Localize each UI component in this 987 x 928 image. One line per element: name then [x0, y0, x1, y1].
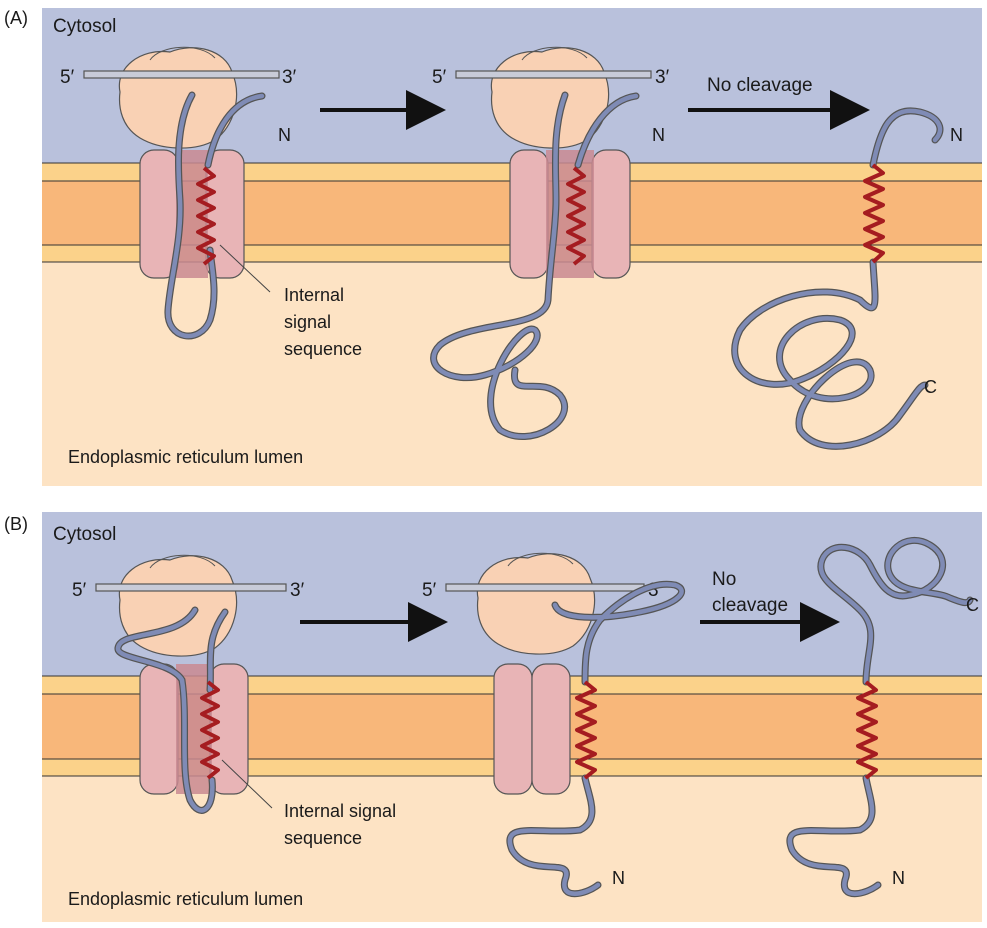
c-terminus-label: C	[924, 377, 937, 397]
translocon-channel-icon	[140, 150, 244, 278]
panel-b-lumen-label: Endoplasmic reticulum lumen	[68, 889, 303, 909]
n-terminus-label: N	[612, 868, 625, 888]
panel-b: (B) Cytosol Endoplasmic reticulum lumen …	[4, 512, 982, 922]
no-cleavage-label: No cleavage	[707, 75, 813, 96]
panel-a-lumen-label: Endoplasmic reticulum lumen	[68, 447, 303, 467]
c-terminus-label: C	[966, 595, 979, 615]
mrna-5-prime-label: 5′	[60, 67, 75, 88]
panel-a-cytosol-label: Cytosol	[53, 16, 116, 37]
n-terminus-label: N	[950, 125, 963, 145]
signal-label-line-1: Internal signal	[284, 801, 396, 821]
n-terminus-label: N	[652, 125, 665, 145]
ribosome-icon	[119, 555, 236, 656]
mrna-strand	[84, 71, 279, 78]
signal-label-line-3: sequence	[284, 339, 362, 359]
mrna-3-prime-label: 3′	[655, 67, 670, 88]
mrna-strand	[446, 584, 644, 591]
panel-a-label: (A)	[4, 8, 28, 28]
mrna-strand	[96, 584, 286, 591]
panel-b-label: (B)	[4, 514, 28, 534]
mrna-3-prime-label: 3′	[282, 67, 297, 88]
mrna-strand	[456, 71, 651, 78]
translocon-channel-icon	[494, 664, 570, 794]
ribosome-icon	[477, 553, 594, 654]
n-terminus-label: N	[892, 868, 905, 888]
signal-label-line-2: sequence	[284, 828, 362, 848]
no-label: No	[712, 569, 736, 590]
mrna-3-prime-label: 3′	[290, 580, 305, 601]
mrna-5-prime-label: 5′	[422, 580, 437, 601]
n-terminus-label: N	[278, 125, 291, 145]
mrna-5-prime-label: 5′	[432, 67, 447, 88]
panel-a: (A) Cytosol Endoplasmic reticulum lumen …	[4, 8, 982, 486]
signal-label-line-2: signal	[284, 312, 331, 332]
cleavage-label: cleavage	[712, 595, 788, 616]
translocon-channel-icon	[140, 664, 248, 794]
panel-b-cytosol-label: Cytosol	[53, 524, 116, 545]
mrna-5-prime-label: 5′	[72, 580, 87, 601]
signal-label-line-1: Internal	[284, 285, 344, 305]
